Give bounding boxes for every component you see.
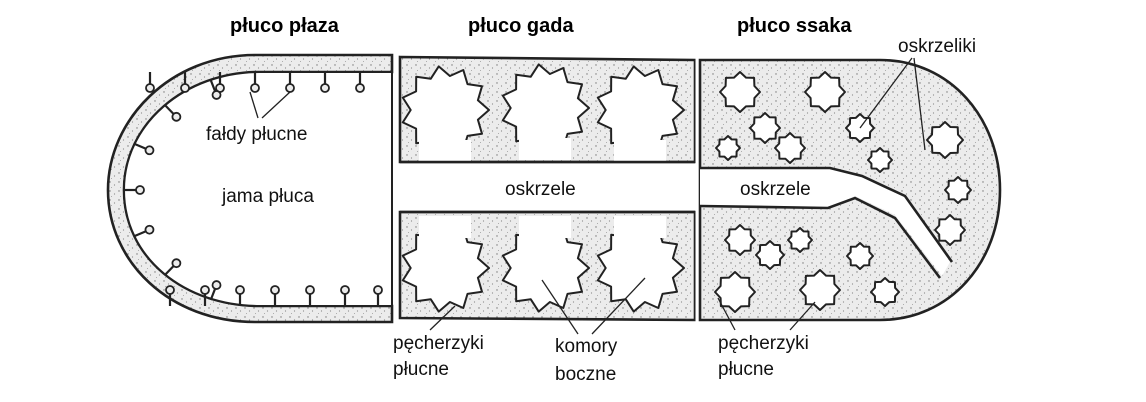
mammal-alveolus-13	[799, 269, 841, 311]
label-side-chambers-1: komory	[555, 336, 618, 357]
mammal-alveolus-6	[926, 121, 964, 159]
reptile-chamber-opening-upper-2	[614, 140, 666, 162]
reptile-chamber-opening-lower-2	[614, 216, 666, 238]
fold-side-3-tip	[135, 185, 145, 195]
label-lung-folds: fałdy płucne	[206, 124, 307, 145]
fold-pointer-1	[249, 91, 259, 119]
bronchiole-pointer-2	[913, 57, 926, 151]
mammal-alveolus-10	[724, 224, 756, 256]
fold-side-6-tip	[211, 280, 222, 290]
fold-top-5-tip	[320, 83, 330, 93]
mammal-alveolus-2	[804, 71, 846, 113]
label-lung-cavity: jama płuca	[221, 186, 314, 207]
fold-pointer-2	[261, 91, 291, 119]
reptile-alveoli-pointer	[429, 305, 456, 331]
mammal-alveoli-pointer-2	[789, 301, 816, 331]
fold-side-2-tip	[144, 145, 155, 156]
mammal-bronchus-edge-top	[700, 166, 954, 263]
fold-top-0-tip	[145, 83, 155, 93]
label-alveoli-mammal-2: płucne	[718, 359, 774, 380]
mammal-alveoli-pointer-1	[717, 297, 736, 331]
reptile-chamber-opening-upper-1	[519, 138, 571, 160]
mammal-alveolus-11	[755, 240, 785, 270]
side-chamber-pointer-2	[591, 277, 646, 335]
fold-side-1-tip	[171, 111, 182, 122]
amphibian-lung	[106, 53, 394, 324]
mammal-alveolus-9	[715, 135, 741, 161]
fold-top-1-tip	[180, 83, 190, 93]
mammal-alveolus-4	[845, 113, 875, 143]
fold-top-3-tip	[250, 83, 260, 93]
mammal-alveolus-14	[846, 242, 874, 270]
title-amphibian-lung: płuco płaza	[230, 15, 340, 37]
mammal-alveolus-7	[944, 176, 972, 204]
label-bronchus-mammal: oskrzele	[740, 179, 811, 200]
label-bronchus-reptile: oskrzele	[505, 179, 576, 200]
mammal-alveolus-1	[749, 112, 781, 144]
mammal-alveolus-3	[774, 132, 806, 164]
label-alveoli-reptile-1: pęcherzyki	[393, 333, 484, 354]
fold-side-4-tip	[144, 224, 155, 235]
reptile-chamber-opening-lower-0	[419, 216, 471, 238]
fold-bottom-2-tip	[235, 285, 245, 295]
label-bronchioles: oskrzeliki	[898, 36, 976, 57]
mammal-alveoli	[714, 71, 972, 313]
mammal-alveolus-12	[714, 271, 756, 313]
mammal-bronchus-channel	[700, 168, 950, 276]
fold-side-5-tip	[171, 258, 182, 269]
mammal-alveolus-8	[934, 214, 966, 246]
mammal-alveolus-16	[787, 227, 813, 253]
title-reptile-lung: płuco gada	[468, 15, 574, 37]
reptile-chamber-opening-lower-1	[519, 216, 571, 238]
fold-bottom-3-tip	[270, 285, 280, 295]
mammal-alveolus-5	[867, 147, 893, 173]
side-chamber-pointer-1	[541, 279, 579, 335]
reptile-chamber-opening-upper-0	[419, 140, 471, 162]
fold-bottom-0-tip	[165, 285, 175, 295]
fold-side-0-tip	[211, 90, 222, 100]
label-side-chambers-2: boczne	[555, 364, 616, 385]
fold-top-4-tip	[285, 83, 295, 93]
fold-bottom-5-tip	[340, 285, 350, 295]
mammal-alveolus-15	[870, 277, 900, 307]
label-alveoli-reptile-2: płucne	[393, 359, 449, 380]
label-alveoli-mammal-1: pęcherzyki	[718, 333, 809, 354]
reptile-side-chambers	[401, 63, 685, 313]
fold-bottom-4-tip	[305, 285, 315, 295]
reptile-lung	[398, 55, 697, 335]
title-mammal-lung: płuco ssaka	[737, 15, 852, 37]
bronchiole-pointer-1	[859, 57, 913, 129]
mammal-lung	[698, 57, 1002, 331]
mammal-bronchus-edge-bottom	[699, 196, 942, 279]
fold-bottom-6-tip	[373, 285, 383, 295]
amphibian-lung-folds	[124, 72, 383, 306]
fold-top-6-tip	[355, 83, 365, 93]
mammal-alveolus-0	[719, 71, 761, 113]
fold-bottom-1-tip	[200, 285, 210, 295]
